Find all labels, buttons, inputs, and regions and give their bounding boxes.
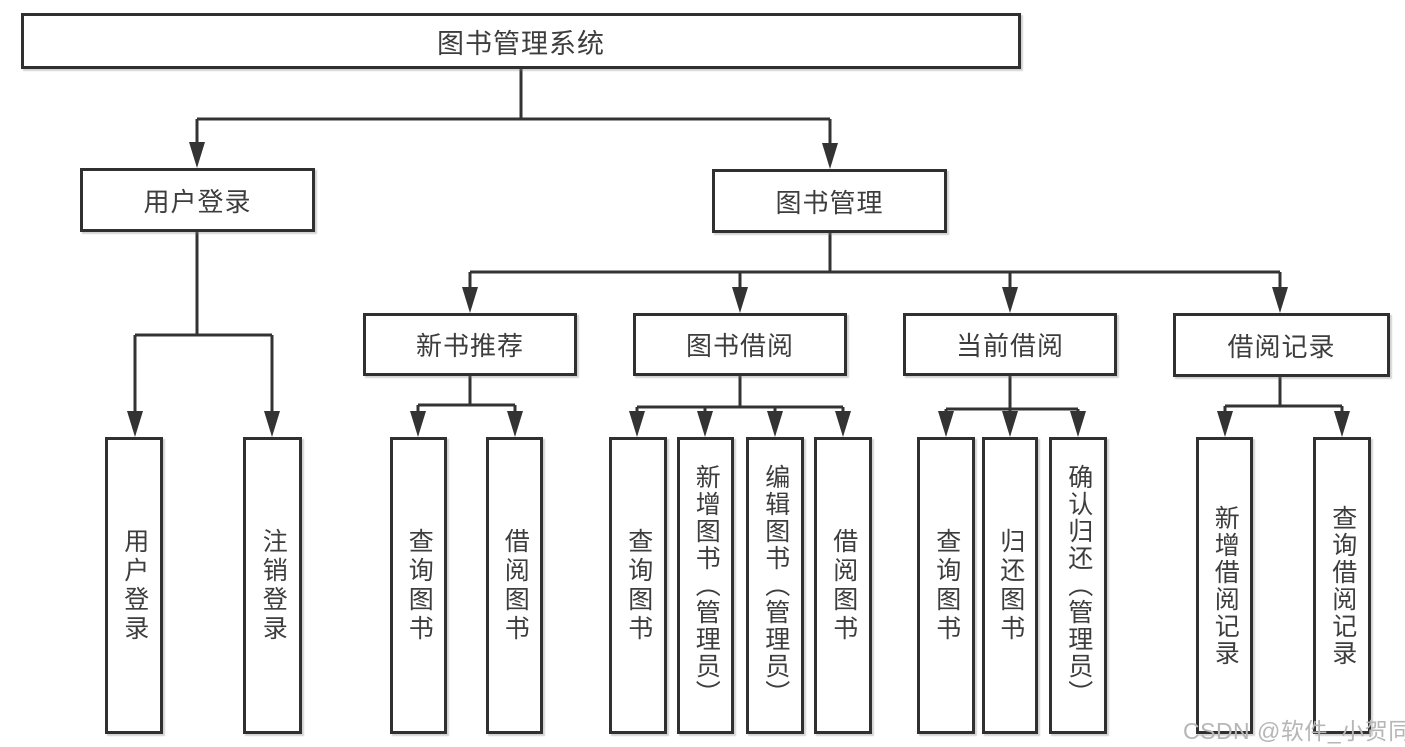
node-leaf-user-login: 用户登录: [105, 437, 163, 734]
leaf-label: 查询借阅记录: [1328, 504, 1357, 667]
node-leaf-return-books: 归还图书: [982, 437, 1038, 734]
leaf-label: 用户登录: [120, 527, 149, 644]
node-leaf-add-book-admin: 新增图书（管理员）: [677, 437, 734, 734]
leaf-label: 归还图书: [996, 527, 1025, 644]
leaf-label: 查询图书: [624, 527, 653, 644]
node-leaf-query-books-1: 查询图书: [390, 437, 447, 734]
node-borrowing-records: 借阅记录: [1173, 313, 1390, 377]
leaf-label: 确认归还（管理员）: [1064, 464, 1093, 707]
node-new-book-recommendation: 新书推荐: [363, 313, 577, 376]
node-library-management-system: 图书管理系统: [21, 13, 1021, 69]
node-leaf-logout: 注销登录: [243, 437, 302, 734]
leaf-label: 新增借阅记录: [1211, 504, 1240, 667]
leaf-label: 注销登录: [259, 527, 288, 644]
node-leaf-borrow-books-2: 借阅图书: [814, 437, 872, 734]
leaf-label: 新增图书（管理员）: [692, 464, 721, 707]
node-book-management-branch: 图书管理: [712, 169, 947, 233]
node-leaf-query-books-3: 查询图书: [917, 437, 975, 734]
node-leaf-query-borrow-record: 查询借阅记录: [1313, 437, 1371, 734]
leaf-label: 查询图书: [932, 527, 961, 644]
leaf-label: 借阅图书: [829, 527, 858, 644]
node-current-borrowing: 当前借阅: [903, 313, 1117, 376]
arrowheads: [127, 142, 1350, 437]
node-leaf-edit-book-admin: 编辑图书（管理员）: [746, 437, 804, 734]
csdn-watermark: CSDN @软件_小贺同学: [1183, 718, 1405, 744]
node-leaf-borrow-books-1: 借阅图书: [486, 437, 543, 734]
node-user-login-branch: 用户登录: [80, 168, 315, 232]
leaf-label: 查询图书: [405, 527, 434, 644]
leaf-label: 借阅图书: [501, 527, 530, 644]
node-leaf-confirm-return-admin: 确认归还（管理员）: [1049, 437, 1107, 734]
node-leaf-add-borrow-record: 新增借阅记录: [1196, 437, 1253, 734]
leaf-label: 编辑图书（管理员）: [761, 464, 790, 707]
node-book-borrowing: 图书借阅: [633, 313, 847, 376]
node-leaf-query-books-2: 查询图书: [609, 437, 667, 734]
